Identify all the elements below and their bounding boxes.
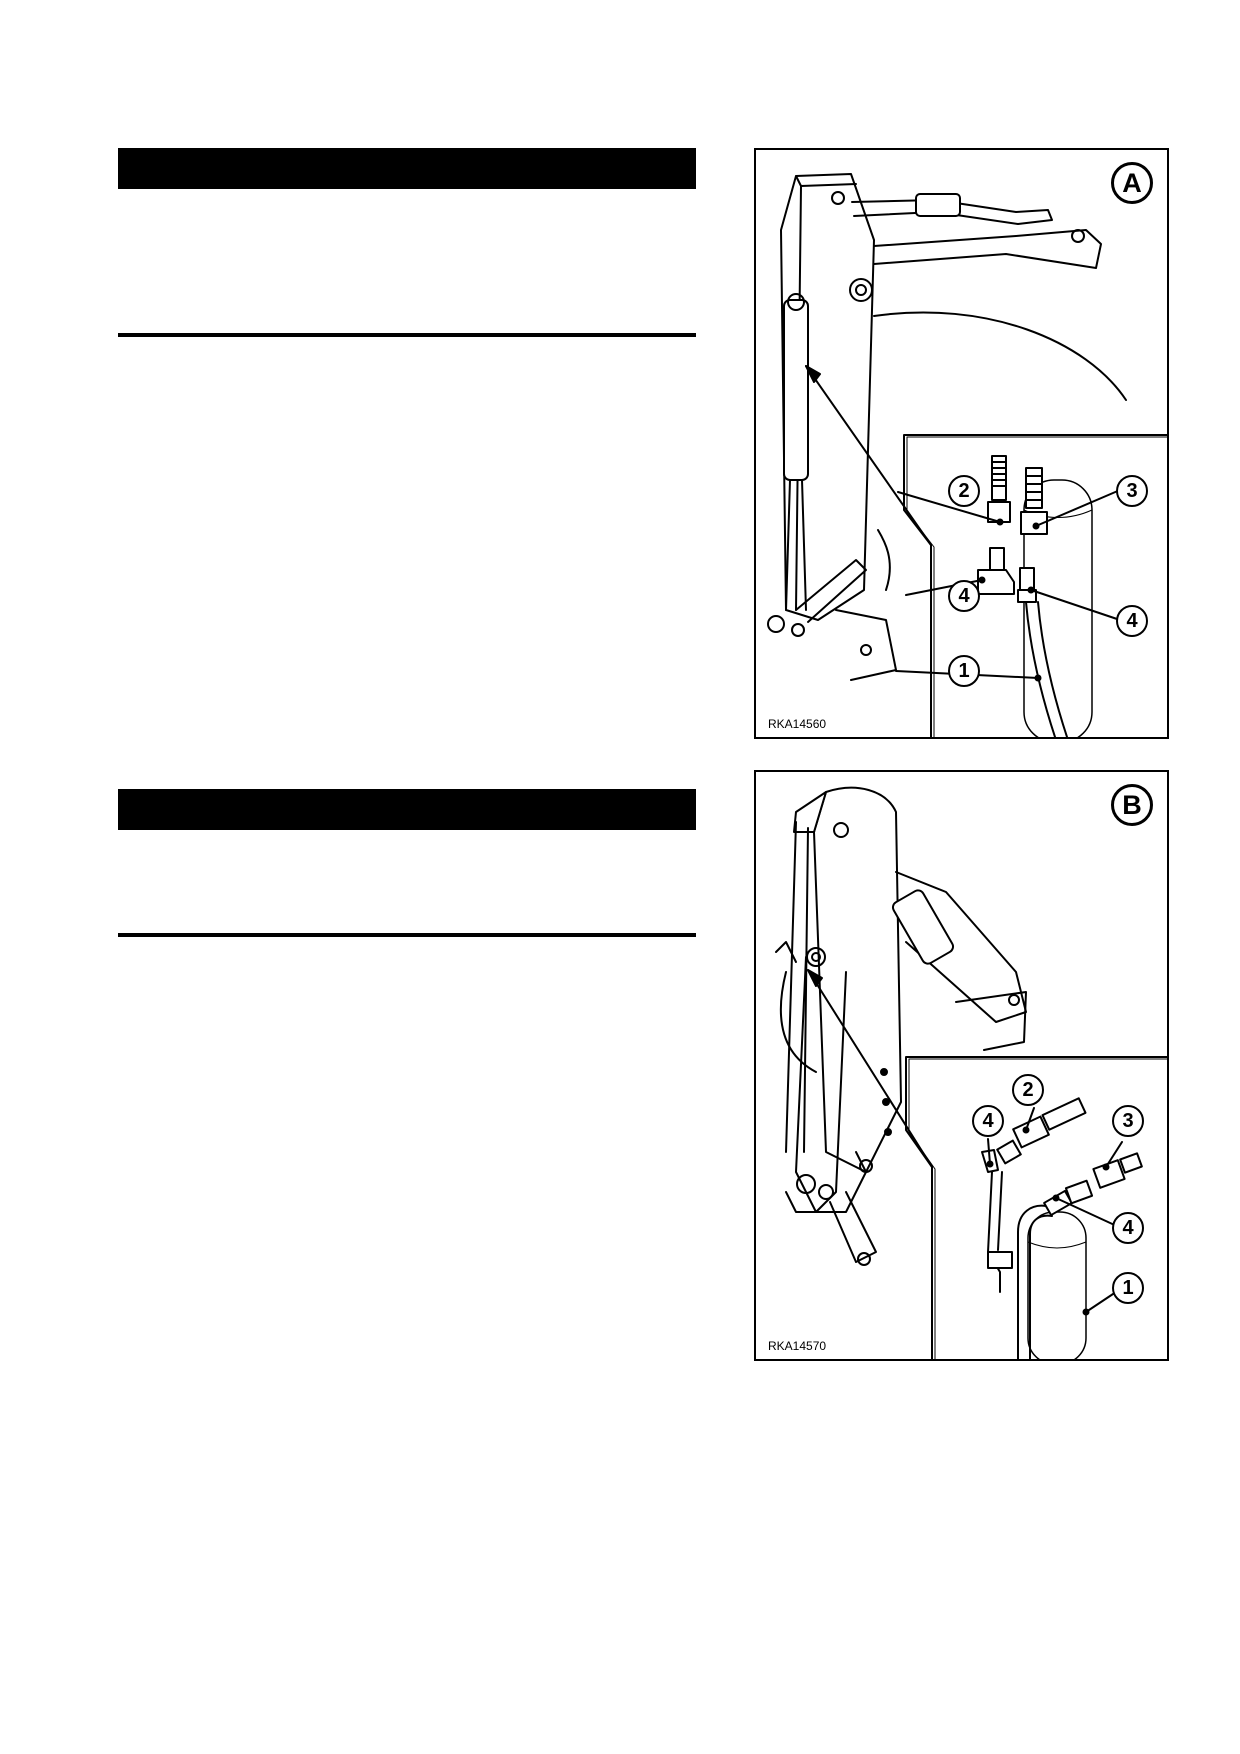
callout-label: 3 [1122, 1110, 1134, 1132]
figure-b: B 2 4 3 4 1 RKA14570 [754, 770, 1169, 1361]
figure-a-callout-4-left: 4 [948, 580, 980, 612]
figure-a-callout-4-right: 4 [1116, 605, 1148, 637]
callout-label: 4 [1122, 1217, 1134, 1239]
section-heading-bar-1 [118, 148, 696, 189]
section-heading-bar-2 [118, 789, 696, 830]
figure-a-illustration [767, 173, 1167, 737]
figure-b-callout-4-right: 4 [1112, 1212, 1144, 1244]
callout-label: 4 [1126, 610, 1138, 632]
callout-label: 2 [1022, 1079, 1034, 1101]
callout-label: 3 [1126, 480, 1138, 502]
callout-label: 4 [982, 1110, 994, 1132]
callout-label: 1 [958, 660, 970, 682]
figure-a-callout-2: 2 [948, 475, 980, 507]
callout-label: 4 [958, 585, 970, 607]
callout-label: 1 [1122, 1277, 1134, 1299]
figure-a-callout-1: 1 [948, 655, 980, 687]
figure-b-callout-1: 1 [1112, 1272, 1144, 1304]
figure-a-code: RKA14560 [768, 717, 827, 731]
figure-b-letter: B [1122, 789, 1142, 820]
section-divider-2 [118, 933, 696, 937]
figure-a-letter-badge: A [1111, 162, 1153, 204]
figure-a-callout-3: 3 [1116, 475, 1148, 507]
figure-b-callout-3: 3 [1112, 1105, 1144, 1137]
figure-b-code: RKA14570 [768, 1339, 827, 1353]
section-divider-1 [118, 333, 696, 337]
figure-a: A 2 3 4 4 1 RKA14560 [754, 148, 1169, 739]
callout-label: 2 [958, 480, 970, 502]
figure-b-letter-badge: B [1111, 784, 1153, 826]
figure-b-callout-2: 2 [1012, 1074, 1044, 1106]
figure-b-illustration [775, 786, 1167, 1359]
figure-a-letter: A [1122, 167, 1142, 198]
figure-b-callout-4-left: 4 [972, 1105, 1004, 1137]
